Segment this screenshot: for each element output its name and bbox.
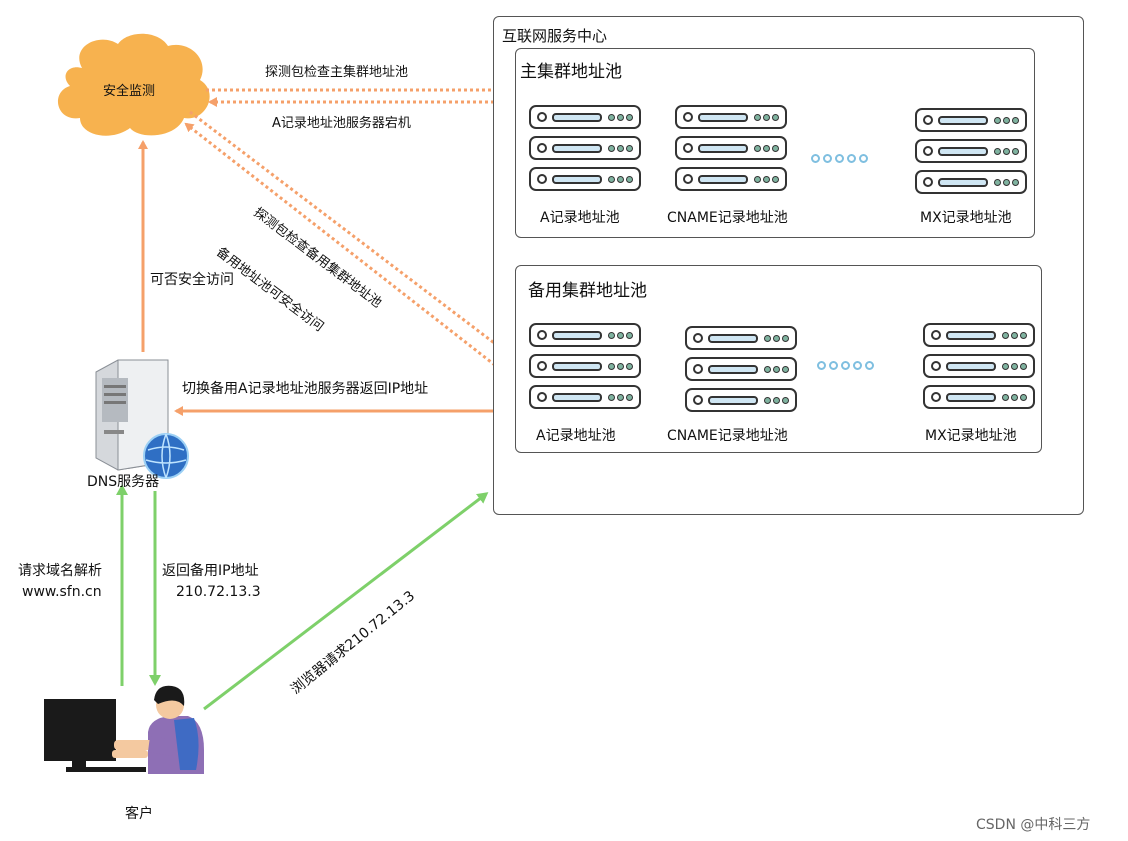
return-label-line2: 210.72.13.3 bbox=[176, 584, 261, 600]
backup-cname-pool-label: CNAME记录地址池 bbox=[667, 428, 788, 444]
server-unit-icon bbox=[529, 136, 641, 160]
server-unit-icon bbox=[529, 354, 641, 378]
server-unit-icon bbox=[529, 105, 641, 129]
server-unit-icon bbox=[685, 357, 797, 381]
server-unit-icon bbox=[923, 323, 1035, 347]
server-unit-icon bbox=[915, 170, 1027, 194]
backup-mx-pool-label: MX记录地址池 bbox=[925, 428, 1017, 444]
server-unit-icon bbox=[915, 108, 1027, 132]
backup-a-pool-label: A记录地址池 bbox=[536, 428, 616, 444]
watermark: CSDN @中科三方 bbox=[976, 817, 1091, 833]
server-unit-icon bbox=[923, 354, 1035, 378]
can-access-label: 可否安全访问 bbox=[150, 272, 234, 288]
server-unit-icon bbox=[675, 167, 787, 191]
dns-server-icon bbox=[95, 359, 189, 479]
backup-cluster-title: 备用集群地址池 bbox=[528, 281, 647, 301]
ellipsis-dots-backup bbox=[817, 355, 877, 374]
main-mx-pool-label: MX记录地址池 bbox=[920, 210, 1012, 226]
security-monitor-label: 安全监测 bbox=[103, 84, 156, 99]
main-a-pool-label: A记录地址池 bbox=[540, 210, 620, 226]
server-unit-icon bbox=[685, 388, 797, 412]
server-unit-icon bbox=[529, 385, 641, 409]
switch-backup-label: 切换备用A记录地址池服务器返回IP地址 bbox=[182, 381, 429, 397]
probe-main-label: 探测包检查主集群地址池 bbox=[265, 65, 409, 80]
service-center-title: 互联网服务中心 bbox=[502, 27, 608, 45]
server-unit-icon bbox=[529, 323, 641, 347]
server-unit-icon bbox=[923, 385, 1035, 409]
a-pool-down-label: A记录地址池服务器宕机 bbox=[272, 116, 411, 131]
client-label: 客户 bbox=[125, 806, 153, 822]
dns-server-label: DNS服务器 bbox=[87, 474, 160, 490]
ellipsis-dots-main bbox=[811, 148, 871, 167]
browser-request-arrow bbox=[203, 492, 489, 711]
return-label-line1: 返回备用IP地址 bbox=[162, 563, 259, 579]
main-cluster-title: 主集群地址池 bbox=[520, 62, 622, 82]
request-label-line2: www.sfn.cn bbox=[22, 584, 102, 600]
server-unit-icon bbox=[685, 326, 797, 350]
server-unit-icon bbox=[675, 105, 787, 129]
server-unit-icon bbox=[915, 139, 1027, 163]
server-unit-icon bbox=[529, 167, 641, 191]
probe-backup-arrow bbox=[189, 110, 516, 360]
main-cname-pool-label: CNAME记录地址池 bbox=[667, 210, 788, 226]
request-label-line1: 请求域名解析 bbox=[18, 563, 102, 579]
cloud-icon bbox=[57, 33, 210, 136]
server-unit-icon bbox=[675, 136, 787, 160]
client-icon bbox=[44, 685, 204, 774]
